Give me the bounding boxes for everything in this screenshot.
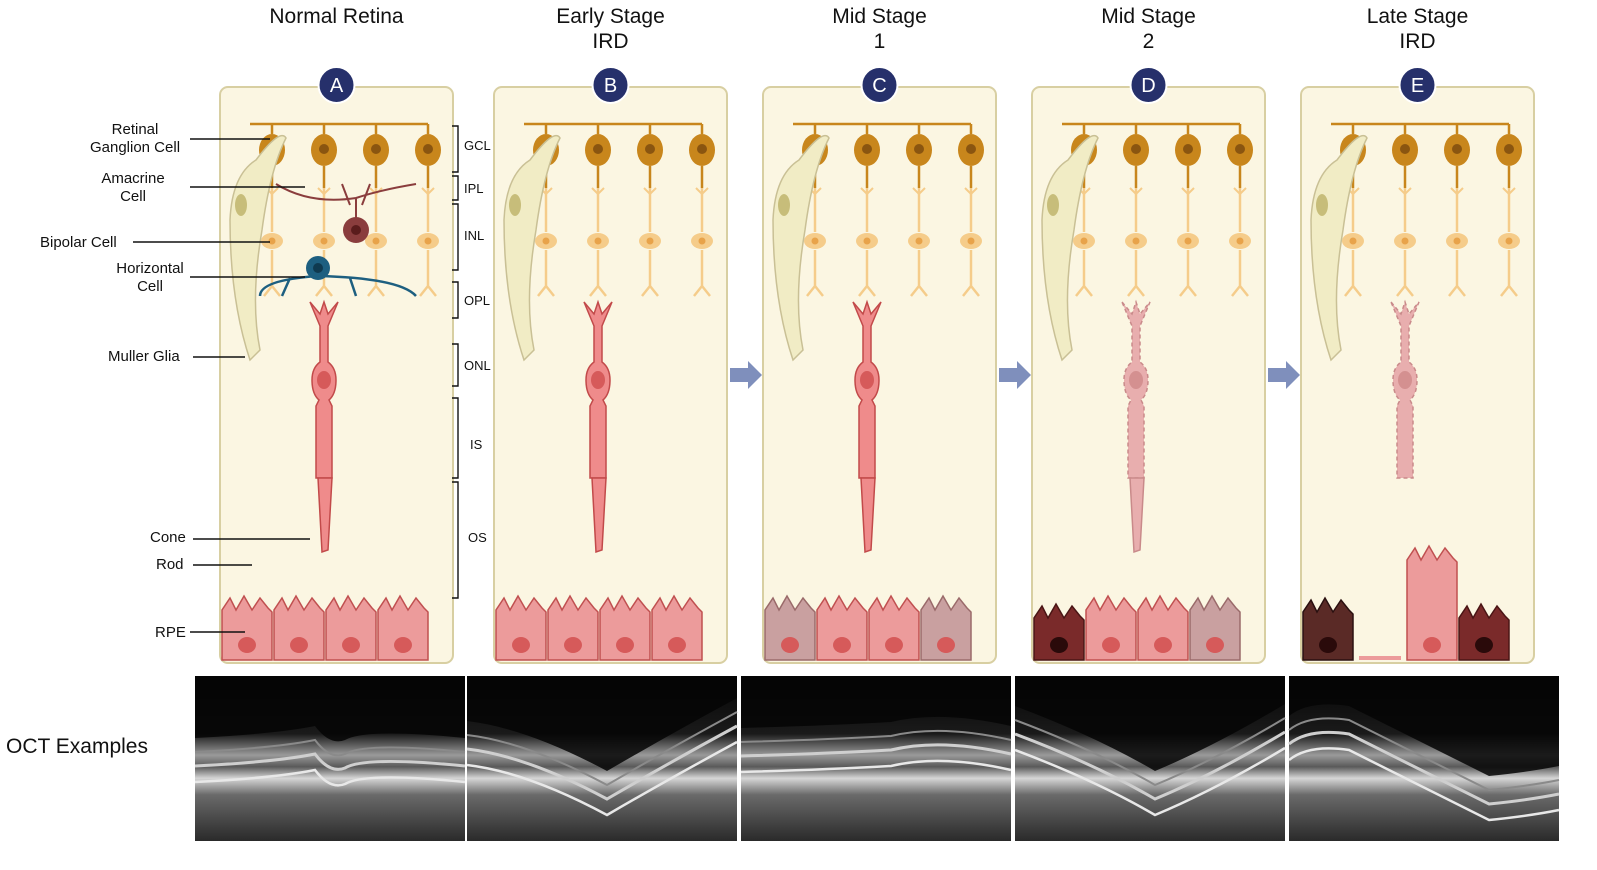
muller-glia-cell: [772, 134, 830, 362]
cone-photoreceptor: [1121, 299, 1151, 554]
cone-photoreceptor: [852, 299, 882, 554]
layer-bracket: [452, 281, 459, 319]
rpe-cell: [920, 594, 972, 661]
rpe-cell: [495, 594, 547, 661]
layer-bracket: [452, 397, 459, 479]
label-cone: Cone: [150, 529, 186, 546]
rpe-cell: [1302, 596, 1354, 661]
stage-panel-a: A: [219, 66, 454, 664]
oct-scan-image: [1014, 676, 1286, 841]
stage-badge: [1129, 66, 1168, 104]
stage-badge-letter: D: [1141, 75, 1155, 97]
layer-label-gcl: GCL: [464, 138, 491, 153]
cone-photoreceptor: [583, 299, 613, 554]
oct-scan-image: [1288, 676, 1560, 841]
stage-panel-b: B: [493, 66, 728, 664]
progression-arrow: [999, 361, 1031, 389]
rpe-cell: [221, 594, 273, 661]
progression-arrow: [730, 361, 762, 389]
label-bipolar-cell: Bipolar Cell: [40, 234, 117, 251]
cone-photoreceptor: [1390, 299, 1420, 479]
rpe-cell: [1458, 602, 1510, 661]
rpe-cell: [816, 594, 868, 661]
layer-bracket: [452, 175, 459, 201]
layer-label-inl: INL: [464, 228, 485, 243]
rpe-cell: [325, 594, 377, 661]
label-horizontal-cell: Horizontal Cell: [116, 260, 184, 295]
stage-badge: [317, 66, 356, 104]
stage-badge-letter: C: [872, 75, 886, 97]
rpe-cell: [1085, 594, 1137, 661]
rpe-cell: [547, 594, 599, 661]
stage-panel-c: C: [762, 66, 997, 664]
layer-label-ipl: IPL: [464, 181, 484, 196]
layer-bracket: [452, 203, 459, 271]
layer-label-is: IS: [470, 437, 483, 452]
layer-label-onl: ONL: [464, 358, 491, 373]
stage-badge: [1398, 66, 1437, 104]
rpe-cell: [1189, 594, 1241, 661]
muller-glia-cell: [503, 134, 561, 362]
stage-badge: [860, 66, 899, 104]
layer-label-os: OS: [468, 530, 487, 545]
muller-glia-cell: [229, 134, 287, 362]
rpe-cell: [764, 594, 816, 661]
layer-bracket: [452, 343, 459, 387]
stage-title-a: Normal Retina: [269, 5, 404, 28]
oct-scan-image: [740, 676, 1012, 841]
stage-badge: [591, 66, 630, 104]
label-amacrine-cell: Amacrine Cell: [101, 170, 165, 205]
label-muller-glia: Muller Glia: [108, 348, 180, 365]
oct-scan-image: [466, 676, 738, 841]
muller-glia-cell: [1041, 134, 1099, 362]
stage-badge-letter: B: [604, 75, 617, 97]
stage-badge-letter: A: [330, 75, 344, 97]
oct-scan-image: [194, 676, 466, 841]
layer-label-opl: OPL: [464, 293, 491, 308]
stage-badge-letter: E: [1411, 75, 1424, 97]
rpe-cell: [868, 594, 920, 661]
rpe-cell: [1033, 602, 1085, 661]
label-rpe: RPE: [155, 624, 186, 641]
rpe-cell: [377, 594, 429, 661]
label-rod: Rod: [156, 556, 184, 573]
muller-glia-cell: [1310, 134, 1368, 362]
rpe-cell: [599, 594, 651, 661]
stage-panel-e: E: [1300, 66, 1535, 664]
progression-arrow: [1268, 361, 1300, 389]
layer-bracket: [452, 481, 459, 599]
rpe-cell: [1406, 544, 1458, 661]
label-retinal-ganglion-cell: Retinal Ganglion Cell: [89, 121, 181, 156]
rpe-cell: [273, 594, 325, 661]
cone-photoreceptor: [309, 299, 339, 554]
rpe-cell: [651, 594, 703, 661]
rpe-cell: [1137, 594, 1189, 661]
layer-bracket: [452, 125, 459, 173]
stage-panel-d: D: [1031, 66, 1266, 664]
oct-examples-label: OCT Examples: [6, 735, 148, 758]
